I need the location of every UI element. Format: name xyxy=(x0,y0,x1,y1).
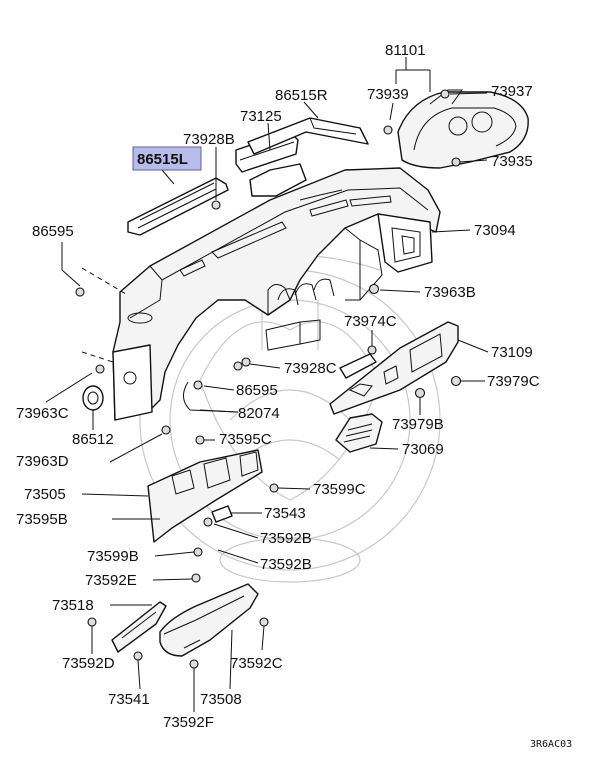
lower-panel-73505 xyxy=(147,449,263,543)
bracket-73543 xyxy=(211,505,233,523)
label-73592C: 73592C xyxy=(230,655,283,672)
label-73094: 73094 xyxy=(474,222,516,239)
bracket-73974C xyxy=(339,353,377,379)
fasteners xyxy=(75,89,462,669)
label-73592B-lower: 73592B xyxy=(260,556,312,573)
label-73595B: 73595B xyxy=(16,511,68,528)
part-labels: 81101 86515R 73939 73937 73125 73928B 86… xyxy=(16,42,572,750)
highlight-box xyxy=(132,146,202,171)
hidden-line xyxy=(81,351,114,363)
label-73974C: 73974C xyxy=(344,313,397,330)
label-86515L: 86515L xyxy=(137,151,188,168)
label-73979B: 73979B xyxy=(392,416,444,433)
label-73592D: 73592D xyxy=(62,655,115,672)
diagram-code: 3R6AC03 xyxy=(530,739,572,750)
label-86512: 86512 xyxy=(72,431,114,448)
latch-73518 xyxy=(111,601,167,653)
label-86515R: 86515R xyxy=(275,87,328,104)
label-73937: 73937 xyxy=(491,83,533,100)
label-73963D: 73963D xyxy=(16,453,69,470)
instrument-panel-73094 xyxy=(112,167,441,421)
label-73592B-upper: 73592B xyxy=(260,530,312,547)
label-73125: 73125 xyxy=(240,108,282,125)
label-81101: 81101 xyxy=(385,42,426,59)
label-86595-upper: 86595 xyxy=(32,223,74,240)
label-73069: 73069 xyxy=(402,441,444,458)
label-73928B: 73928B xyxy=(183,131,235,148)
label-73599B: 73599B xyxy=(87,548,139,565)
vent-73069 xyxy=(335,413,383,453)
label-86595-lower: 86595 xyxy=(236,382,278,399)
defroster-garnish-86515R xyxy=(247,117,369,155)
label-73963B: 73963B xyxy=(424,284,476,301)
leader-lines xyxy=(45,57,489,712)
label-73508: 73508 xyxy=(200,691,242,708)
label-73979C: 73979C xyxy=(487,373,540,390)
label-73541: 73541 xyxy=(108,691,150,708)
label-73935: 73935 xyxy=(491,153,533,170)
label-73109: 73109 xyxy=(491,344,533,361)
label-73939: 73939 xyxy=(367,86,409,103)
label-73505: 73505 xyxy=(24,486,66,503)
label-73599C: 73599C xyxy=(313,481,366,498)
label-73518: 73518 xyxy=(52,597,94,614)
glove-box-73508 xyxy=(159,583,259,657)
label-73592E: 73592E xyxy=(85,572,137,589)
side-panel-73109 xyxy=(329,321,459,415)
label-73963C: 73963C xyxy=(16,405,69,422)
hose-82074 xyxy=(183,381,239,413)
label-73592F: 73592F xyxy=(163,714,214,731)
hidden-line xyxy=(81,267,127,295)
label-73543: 73543 xyxy=(264,505,306,522)
label-73928C: 73928C xyxy=(284,360,337,377)
label-82074: 82074 xyxy=(238,405,280,422)
label-73595C: 73595C xyxy=(219,431,272,448)
cup-86512 xyxy=(82,385,104,411)
meter-hood-81101 xyxy=(397,89,529,169)
